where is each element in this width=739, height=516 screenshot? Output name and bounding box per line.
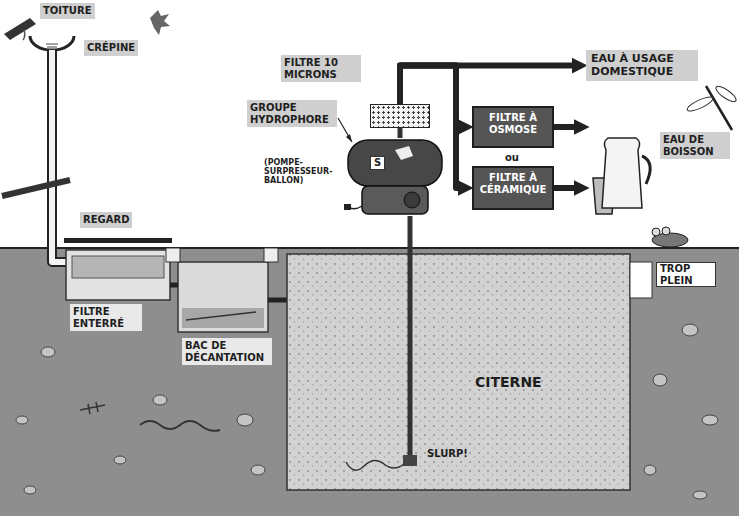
filter-box: FILTRE 10 MICRONS xyxy=(370,104,430,128)
soil xyxy=(0,248,739,516)
outlet-patch: EAU À USAGE DOMESTIQUE xyxy=(586,50,698,81)
drip xyxy=(23,30,25,40)
drinking-water: EAU DE BOISSON xyxy=(588,118,734,218)
pump-group: GROUPE HYDROPHORE(POMPE-SURPRESSEUR-BALL… xyxy=(345,138,445,216)
downpipe-inner xyxy=(52,50,70,262)
frog-eye xyxy=(652,228,660,236)
manhole-cover xyxy=(64,238,172,243)
node-heading: EAU DE BOISSON xyxy=(660,132,730,159)
suction-pipe xyxy=(408,254,413,456)
node-heading: GROUPE HYDROPHORE xyxy=(247,100,337,127)
node-heading: FILTRE À OSMOSE xyxy=(478,112,548,135)
part-label: SLURP! xyxy=(424,446,471,462)
cord xyxy=(350,206,362,209)
foot-valve xyxy=(403,455,417,466)
downpipe xyxy=(52,50,70,262)
pipe-connector xyxy=(408,216,413,254)
node-subtitle: (POMPE-SURPRESSEUR-BALLON) xyxy=(261,156,337,188)
arrow-head xyxy=(554,127,588,128)
filter-pit xyxy=(66,250,170,300)
cistern-body xyxy=(287,254,630,490)
motor-hub xyxy=(404,192,420,208)
worm xyxy=(140,421,220,431)
settling-pit xyxy=(178,262,268,332)
leader-head xyxy=(346,134,352,142)
filter-media xyxy=(72,256,164,278)
highlight xyxy=(395,146,413,160)
part-label: REGARD xyxy=(80,212,132,228)
frog-eye xyxy=(662,227,670,235)
pipe xyxy=(170,283,178,288)
part-label: TROP PLEIN xyxy=(656,262,716,287)
wall-bracket xyxy=(2,180,70,196)
pipe-connector xyxy=(398,128,403,138)
motor xyxy=(362,186,428,214)
part-label: S xyxy=(370,156,385,170)
node-heading: CITERNE xyxy=(475,374,542,390)
pipe xyxy=(268,298,287,303)
leaf xyxy=(150,10,170,35)
pressure-tank xyxy=(348,140,442,186)
dragonfly-wing xyxy=(714,84,738,104)
sediment xyxy=(182,308,264,328)
wall-block xyxy=(166,248,180,262)
hose xyxy=(346,460,404,470)
settling-plate xyxy=(186,312,256,320)
part-label: BAC DE DÉCANTATION xyxy=(182,338,272,365)
flow-arrow xyxy=(400,66,578,104)
strainer xyxy=(46,44,58,50)
arrow-head xyxy=(554,188,588,189)
flow-arrow xyxy=(554,124,580,130)
jug xyxy=(602,138,642,208)
fish-bone xyxy=(80,402,105,414)
flow-arrow xyxy=(554,185,580,191)
wall-block xyxy=(264,248,278,262)
node-heading: EAU À USAGE DOMESTIQUE xyxy=(591,53,693,78)
node-heading: FILTRE À CÉRAMIQUE xyxy=(478,172,548,195)
plug xyxy=(344,204,351,210)
arrow-head xyxy=(400,66,586,104)
gutter xyxy=(30,36,74,50)
dragonfly-wing xyxy=(686,94,715,113)
filter-box: FILTRE À CÉRAMIQUE xyxy=(472,166,554,210)
part-label: CRÉPINE xyxy=(84,40,138,56)
part-label: FILTRE ENTERRÉ xyxy=(70,304,142,331)
part-label: ou xyxy=(502,150,522,166)
leader-line xyxy=(338,118,352,142)
node-heading: FILTRE 10 MICRONS xyxy=(281,55,361,82)
jug-handle xyxy=(642,156,650,184)
ground-line xyxy=(0,247,739,249)
part-label: TOITURE xyxy=(40,3,95,19)
filter-box: FILTRE À OSMOSE xyxy=(472,106,554,148)
overflow-outlet xyxy=(630,262,652,298)
